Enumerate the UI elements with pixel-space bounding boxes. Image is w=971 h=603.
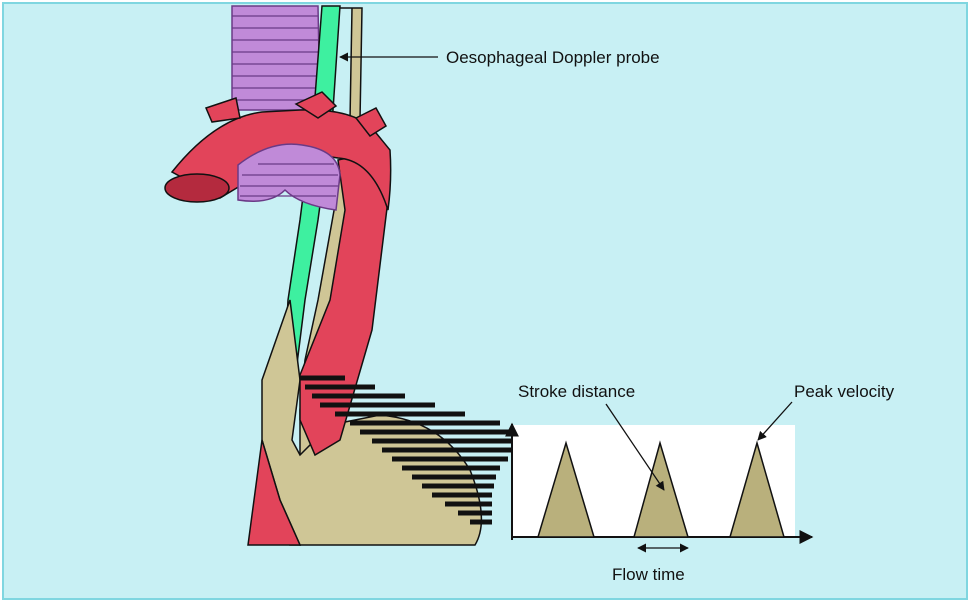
trachea: [232, 6, 320, 110]
aorta-cut-end: [165, 174, 229, 202]
velocity-time-plot: [512, 424, 812, 540]
stroke-distance-label: Stroke distance: [518, 382, 635, 401]
flow-time-label: Flow time: [612, 565, 685, 584]
peak-velocity-label: Peak velocity: [794, 382, 895, 401]
probe-label: Oesophageal Doppler probe: [446, 48, 660, 67]
diagram-background: [3, 3, 967, 599]
